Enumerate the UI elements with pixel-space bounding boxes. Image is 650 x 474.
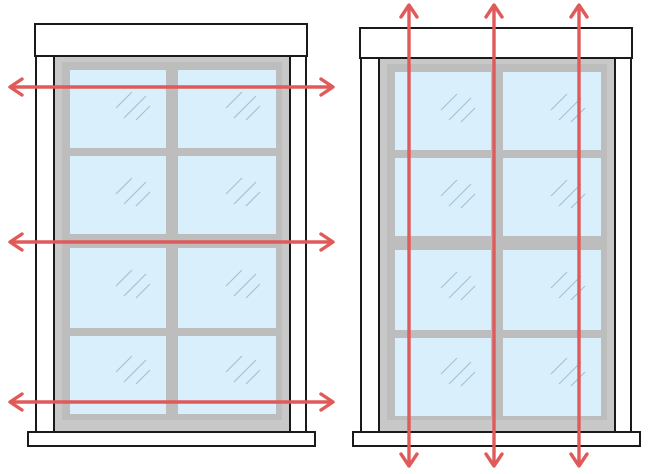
left-window-pane xyxy=(70,70,166,148)
left-window-head-trim xyxy=(34,23,308,57)
left-window-pane xyxy=(70,248,166,328)
right-window-sill xyxy=(352,431,641,447)
right-window-pane xyxy=(503,72,601,150)
left-window-sill xyxy=(27,431,316,447)
left-window-pane xyxy=(178,70,276,148)
height-measurement-arrows xyxy=(399,3,589,468)
right-window-pane xyxy=(503,158,601,236)
right-window xyxy=(352,27,641,447)
right-window-pane xyxy=(503,250,601,330)
right-window-head-trim xyxy=(359,27,633,59)
left-window-pane xyxy=(178,248,276,328)
left-window-pane xyxy=(70,156,166,234)
width-measurement-arrows xyxy=(8,77,335,412)
left-window-pane xyxy=(178,156,276,234)
right-window-pane xyxy=(503,338,601,416)
